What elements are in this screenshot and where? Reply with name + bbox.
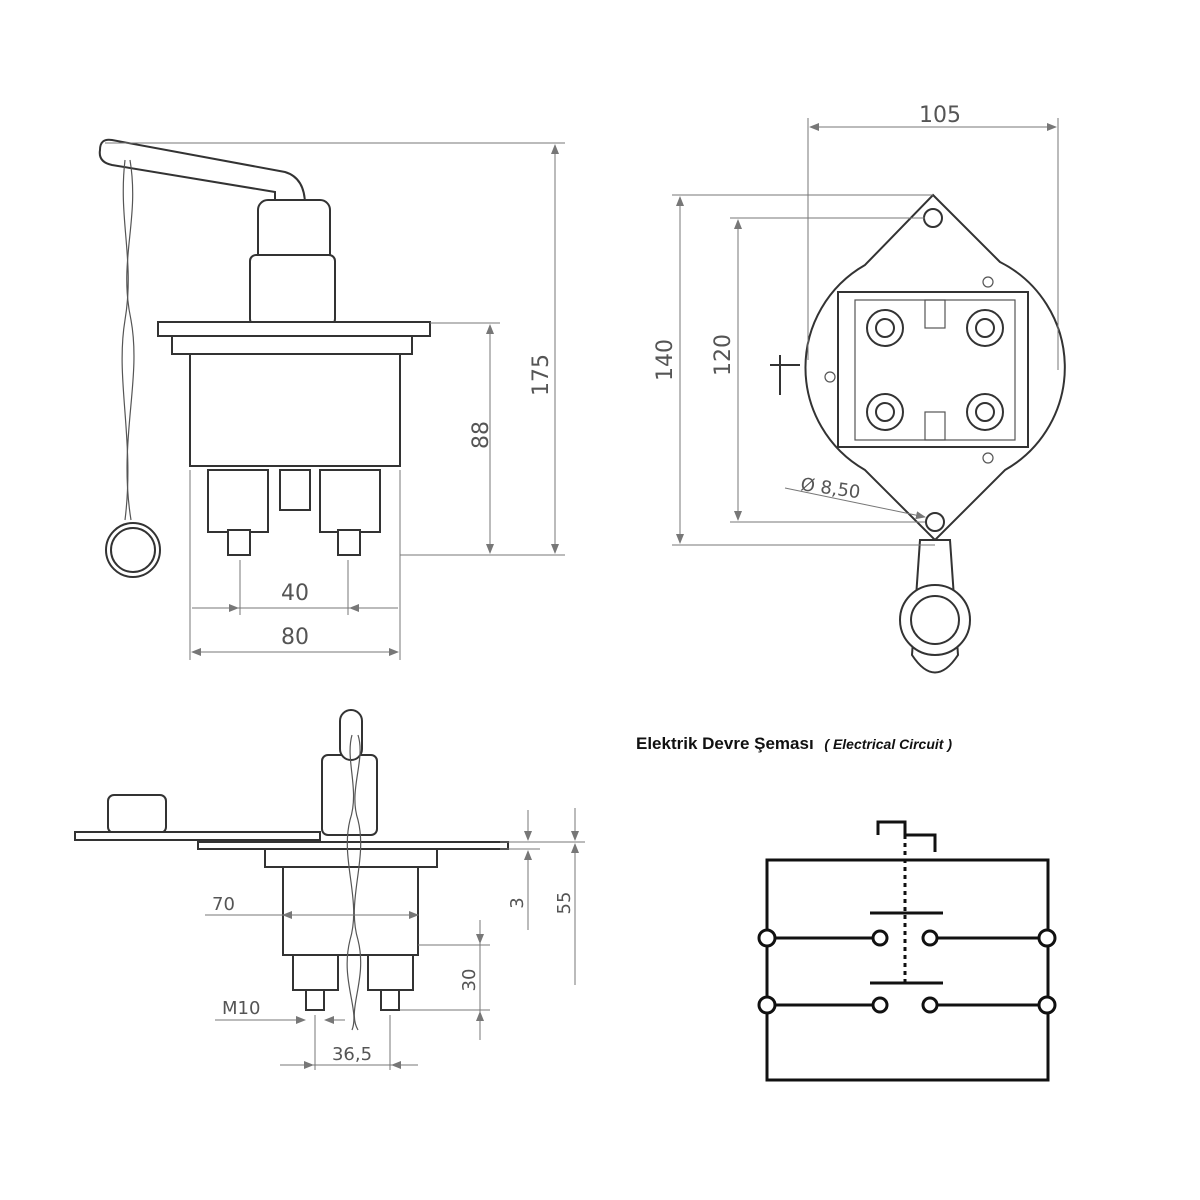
cap-strap [74, 831, 321, 841]
leader-line [784, 487, 926, 520]
dim-terminal: 30 [459, 969, 480, 992]
body-flange [171, 335, 413, 355]
dim-body-height: 88 [469, 421, 494, 449]
dim-spacing: 36,5 [332, 1044, 372, 1065]
housing-tab-top [924, 299, 946, 329]
dim-height: 55 [554, 892, 575, 915]
terminal-node [1037, 995, 1057, 1015]
side-view: 175 88 40 80 [98, 138, 565, 660]
dim-total-height: 175 [529, 354, 554, 396]
dim-terminal-spacing: 40 [281, 581, 309, 606]
terminal-stud-left [305, 989, 325, 1011]
terminal-stud-left [227, 529, 251, 556]
dim-hole: Ø 8,50 [799, 474, 861, 503]
terminal-stud-right [380, 989, 400, 1011]
chain-strand [353, 734, 362, 1031]
circuit-title: Elektrik Devre Şeması ( Electrical Circu… [636, 734, 952, 753]
terminal-stud-right [337, 529, 361, 556]
dim-body-width: 80 [281, 625, 309, 650]
terminal-stud [975, 318, 995, 338]
circuit-subtitle: ( Electrical Circuit ) [824, 736, 952, 752]
center-boss [279, 469, 311, 511]
circuit-wire-bottom [765, 1005, 1050, 1082]
top-view: 105 140 120 Ø 8,50 [653, 103, 1066, 674]
terminal-stud [875, 318, 895, 338]
circuit-wire-sides [765, 938, 1050, 1005]
pull-ring-inner [910, 595, 960, 645]
chain-strand [126, 159, 135, 521]
dim-plate: 3 [507, 897, 528, 908]
handle-base [249, 254, 336, 326]
terminal-right [367, 954, 414, 991]
terminal-stud [875, 402, 895, 422]
terminal-node [757, 928, 777, 948]
contact-node [921, 929, 939, 947]
terminal-node [757, 995, 777, 1015]
dim-inner-width: 70 [212, 894, 235, 915]
pull-ring-inner [110, 527, 156, 573]
pull-ring [105, 522, 161, 578]
terminal-nut [966, 309, 1004, 347]
circuit-wire-top [765, 858, 1050, 938]
chain [346, 734, 355, 1031]
contact-node [871, 929, 889, 947]
dim-width: 105 [919, 103, 961, 128]
terminal-right [319, 469, 381, 533]
handle-stub [770, 355, 800, 395]
dim-height-inner: 120 [711, 334, 736, 376]
screw-hole [824, 371, 836, 383]
handle-top [339, 709, 363, 761]
body-flange [264, 848, 438, 868]
mounting-plate [197, 841, 509, 850]
dim-height-outer: 140 [653, 339, 678, 381]
screw-hole [982, 276, 994, 288]
housing-tab-bottom [924, 411, 946, 441]
terminal-stud [975, 402, 995, 422]
terminal-nut [866, 309, 904, 347]
terminals [866, 309, 1004, 431]
mount-hole-bottom [925, 512, 945, 532]
terminal-node [1037, 928, 1057, 948]
actuator-symbol [876, 820, 937, 852]
mounting-plate [157, 321, 431, 337]
terminal-nut [866, 393, 904, 431]
switch-body [189, 353, 401, 467]
handle-lever [98, 138, 307, 206]
contact-node [871, 996, 889, 1014]
dim-thread: M10 [222, 998, 260, 1019]
circuit-diagram: Elektrik Devre Şeması ( Electrical Circu… [636, 734, 1057, 1082]
terminal-nut [966, 393, 1004, 431]
contact-node [921, 996, 939, 1014]
circuit-title-text: Elektrik Devre Şeması [636, 734, 814, 753]
front-view: 70 3 55 30 M10 36,5 [74, 709, 585, 1070]
cap [107, 794, 167, 834]
terminal-left [207, 469, 269, 533]
screw-hole [982, 452, 994, 464]
terminal-left [292, 954, 339, 991]
